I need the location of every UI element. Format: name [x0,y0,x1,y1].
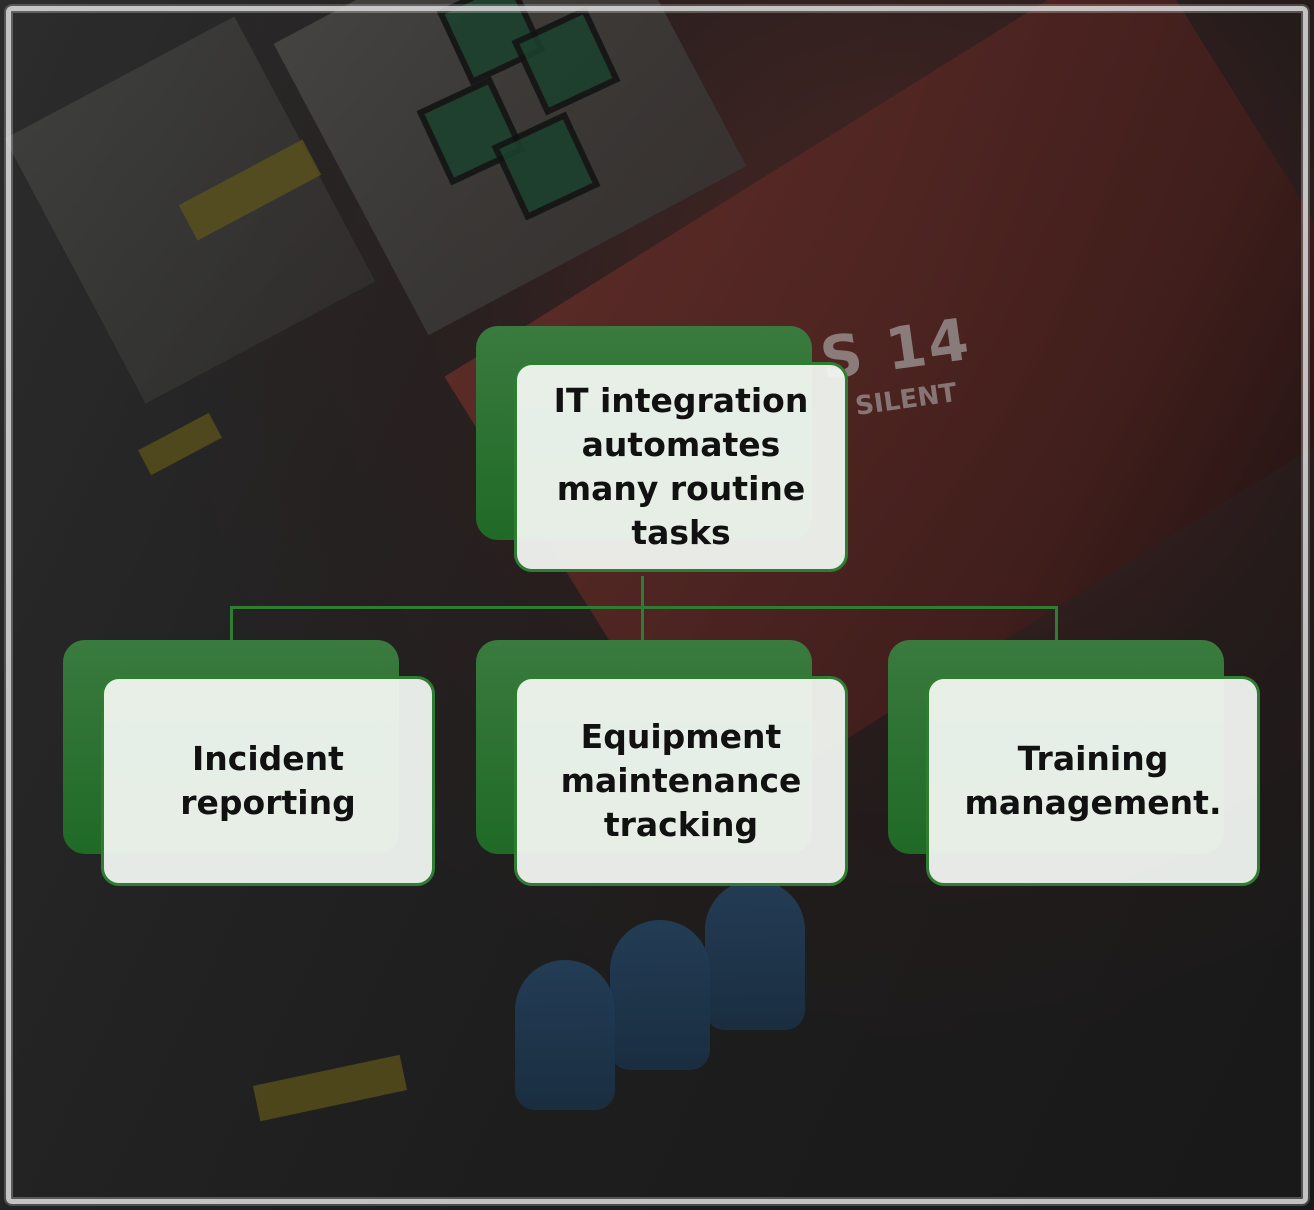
connector-middle-drop [641,606,644,640]
connector-left-drop [230,606,233,640]
child-node-equipment-maintenance: Equipment maintenance tracking [476,640,848,886]
connector-horizontal-bar [230,606,1058,609]
child-node-box: Equipment maintenance tracking [514,676,848,886]
child-node-box: Training management. [926,676,1260,886]
child-node-label: Equipment maintenance tracking [560,717,802,844]
background-blue-socket [515,960,615,1110]
background-blue-socket [705,880,805,1030]
root-node-box: IT integration automates many routine ta… [514,362,848,572]
connector-right-drop [1055,606,1058,640]
connector-root-stem [641,576,644,608]
child-node-incident-reporting: Incident reporting [63,640,435,886]
child-node-label: Incident reporting [180,739,356,822]
child-node-label: Training management. [964,739,1222,822]
child-node-box: Incident reporting [101,676,435,886]
background-blue-socket [610,920,710,1070]
root-node-label: IT integration automates many routine ta… [553,381,809,552]
root-node: IT integration automates many routine ta… [476,326,848,572]
child-node-training-management: Training management. [888,640,1260,886]
